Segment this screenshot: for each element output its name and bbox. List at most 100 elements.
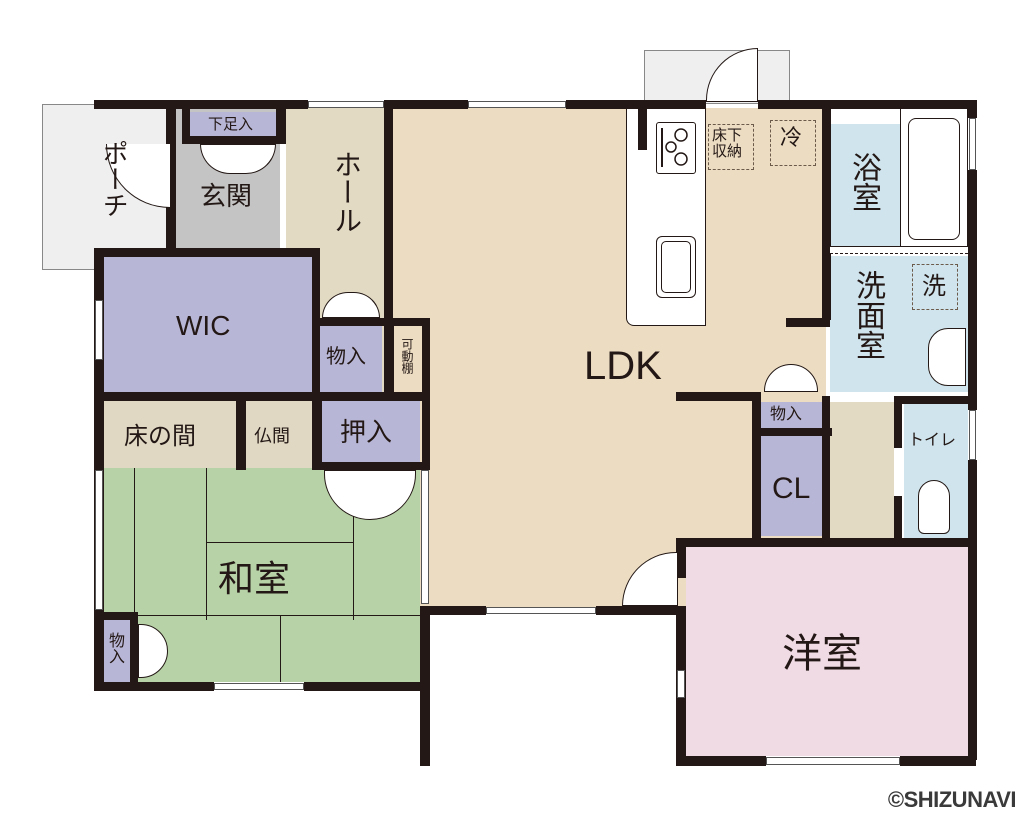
wall — [596, 606, 686, 615]
window — [95, 300, 103, 360]
window — [214, 683, 304, 690]
wall — [422, 318, 430, 468]
tatami-line — [280, 615, 281, 682]
sink-icon — [656, 236, 696, 298]
toilet-label: トイレ — [908, 430, 957, 449]
wall — [94, 100, 308, 109]
wall — [830, 246, 968, 254]
bathroom-area — [830, 124, 900, 246]
toilet-icon — [918, 480, 950, 534]
porch-label: ポーチ — [98, 140, 128, 218]
shoe-storage-label: 下足入 — [208, 115, 254, 133]
bathtub — [908, 118, 960, 240]
wall — [822, 396, 830, 544]
wall — [276, 108, 286, 140]
storage-ldk-area — [760, 402, 822, 428]
copyright-text: ©SHIZUNAVI — [887, 787, 1017, 812]
wall — [236, 400, 246, 470]
ldk-lower-extension — [680, 396, 752, 540]
wall — [752, 392, 761, 544]
wall — [676, 538, 976, 547]
wall — [676, 538, 686, 578]
wall — [182, 136, 286, 144]
storage-washitsu-label: 物入 — [106, 632, 125, 664]
wall — [166, 100, 176, 250]
washitsu-label: 和室 — [218, 559, 291, 600]
wall — [968, 100, 977, 118]
window — [421, 470, 429, 604]
ldk-label: LDK — [584, 344, 662, 388]
tatami-line — [206, 542, 353, 543]
wall — [786, 318, 830, 327]
wall — [752, 428, 832, 436]
butsuma-label: 仏間 — [254, 426, 290, 447]
shoe-storage — [190, 112, 276, 138]
wic-label: WIC — [176, 310, 231, 341]
wall — [894, 396, 974, 404]
tokonoma-label: 床の間 — [124, 422, 196, 450]
wall — [94, 682, 214, 691]
washer-label: 洗 — [922, 272, 946, 300]
wall — [384, 100, 468, 109]
wall — [900, 756, 976, 766]
wall — [676, 392, 760, 401]
wall — [94, 392, 430, 401]
tatami-line — [104, 615, 420, 616]
wall — [420, 606, 486, 615]
movable-shelf-label: 可動棚 — [400, 338, 414, 374]
window — [766, 757, 900, 765]
wall — [384, 318, 394, 398]
closet-label: CL — [772, 472, 811, 505]
oshiire-area — [322, 400, 420, 464]
hall-storage-doors — [322, 292, 380, 318]
wall — [312, 400, 322, 470]
wall — [894, 496, 902, 544]
corridor-area — [830, 402, 894, 538]
wall — [822, 100, 831, 320]
wall — [304, 682, 430, 691]
wall — [312, 462, 430, 470]
storage-washitsu-area — [104, 620, 130, 682]
washbasin-icon — [928, 328, 966, 386]
wall — [94, 248, 320, 257]
wall — [566, 100, 706, 109]
bathroom-label: 浴室 — [846, 152, 881, 212]
entrance-label: 玄関 — [200, 182, 253, 212]
tatami-line — [206, 468, 207, 620]
oshiire-label: 押入 — [340, 418, 393, 448]
storage-hall-label: 物入 — [326, 344, 366, 368]
wall — [312, 318, 430, 326]
underfloor-storage-box — [708, 124, 754, 170]
window — [468, 101, 566, 108]
window — [969, 410, 976, 460]
storage-ldk-label: 物入 — [770, 404, 803, 423]
youshitsu-label: 洋室 — [782, 631, 862, 677]
tatami-line — [134, 468, 135, 620]
tokonoma-area — [104, 400, 236, 468]
tatami-line — [353, 468, 354, 620]
hall-label: ホール — [330, 150, 363, 234]
window — [969, 118, 976, 170]
wall — [638, 108, 647, 150]
underfloor-storage-label: 床下収納 — [712, 126, 743, 160]
stove-icon — [656, 122, 696, 174]
storage-hall-area — [320, 326, 382, 392]
wall — [130, 612, 138, 690]
window — [677, 670, 685, 698]
wall — [676, 756, 766, 766]
wall — [894, 396, 902, 448]
wall — [968, 460, 977, 760]
fridge-box — [770, 120, 816, 166]
wall — [968, 170, 977, 410]
window — [486, 607, 596, 614]
window — [308, 101, 384, 108]
wall — [94, 248, 104, 690]
wall — [420, 606, 430, 766]
fridge-label: 冷 — [780, 126, 803, 151]
wall — [758, 100, 976, 109]
wall — [384, 100, 393, 400]
closet-area — [760, 436, 822, 536]
youshitsu-area — [686, 546, 968, 756]
window — [95, 470, 103, 610]
washer-box — [912, 264, 958, 310]
